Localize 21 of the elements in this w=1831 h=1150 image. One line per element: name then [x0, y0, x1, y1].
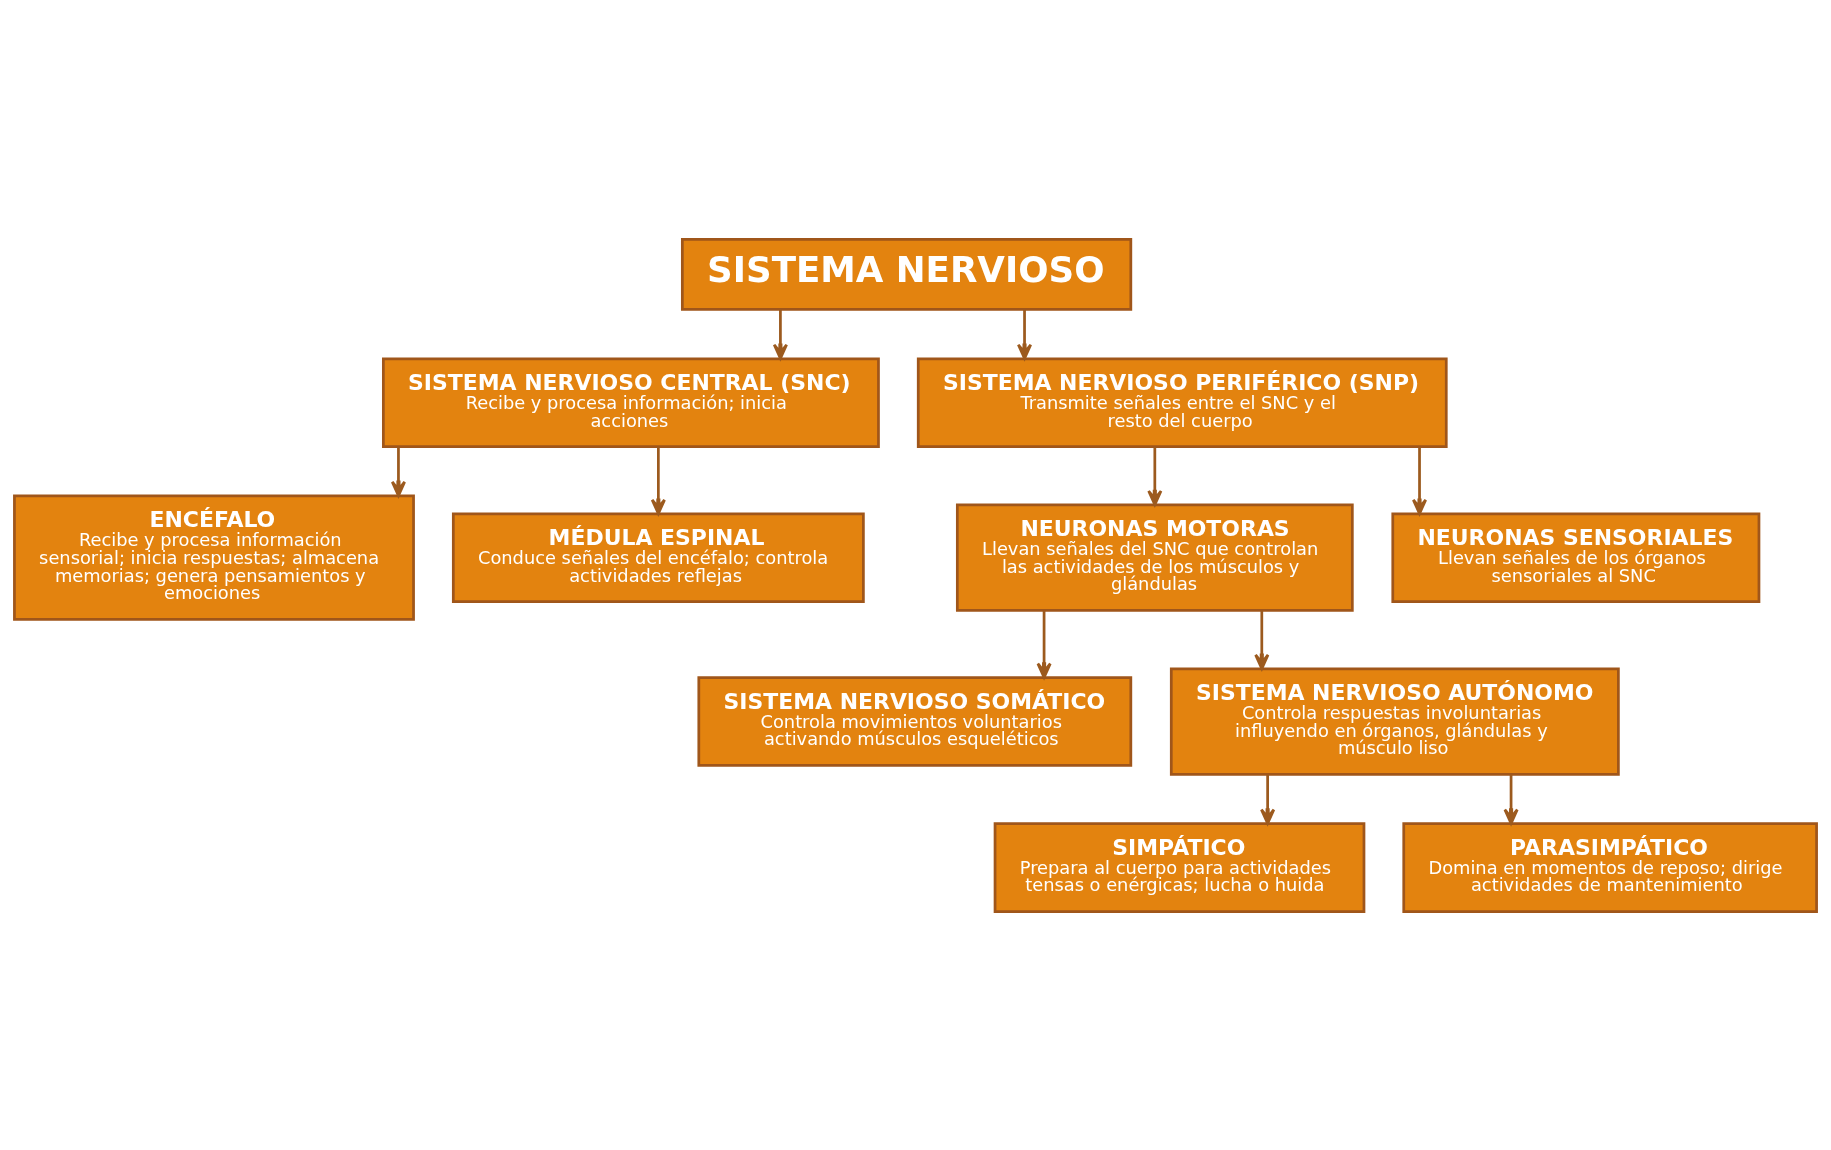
arrow: [390, 446, 406, 497]
arrow: [1412, 446, 1428, 515]
node-box: SISTEMA NERVIOSO: [681, 237, 1133, 311]
node-box: NEURONAS SENSORIALES Llevan señales de los órganos sensoriales al SNC: [1391, 511, 1761, 603]
node-box: SISTEMA NERVIOSO CENTRAL (SNC) Recibe y procesa información; inicia acciones: [382, 356, 880, 448]
node-box: NEURONAS MOTORAS Llevan señales del SNC que controlan las actividades de los músculos y glándulas: [955, 503, 1354, 612]
node-box: SISTEMA NERVIOSO AUTÓNOMO Controla respuestas involuntarias influyendo en órganos, glándulas y músculo liso: [1169, 666, 1620, 776]
node-box: ENCÉFALO Recibe y procesa información sensorial; inicia respuestas; almacena memorias; genera pensamientos y emociones: [13, 494, 415, 621]
arrow: [650, 446, 666, 515]
arrow: [1503, 774, 1519, 825]
arrow: [1260, 774, 1276, 825]
node-box: PARASIMPÁTICO Domina en momentos de reposo; dirige actividades de mantenimiento: [1402, 821, 1818, 913]
arrow: [1036, 610, 1052, 679]
node-box: SISTEMA NERVIOSO PERIFÉRICO (SNP) Transmite señales entre el SNC y el resto del cuerpo: [916, 356, 1448, 448]
node-box: SIMPÁTICO Prepara al cuerpo para actividades tensas o enérgicas; lucha o huida: [993, 821, 1366, 913]
node-box: MÉDULA ESPINAL Conduce señales del encéfalo; controla actividades reflejas: [451, 511, 865, 603]
arrow: [1254, 610, 1270, 670]
arrow: [1017, 309, 1033, 360]
node-box: SISTEMA NERVIOSO SOMÁTICO Controla movimientos voluntarios activando músculos esqueléticos: [697, 675, 1133, 767]
arrow: [772, 309, 788, 360]
arrow: [1147, 446, 1163, 506]
